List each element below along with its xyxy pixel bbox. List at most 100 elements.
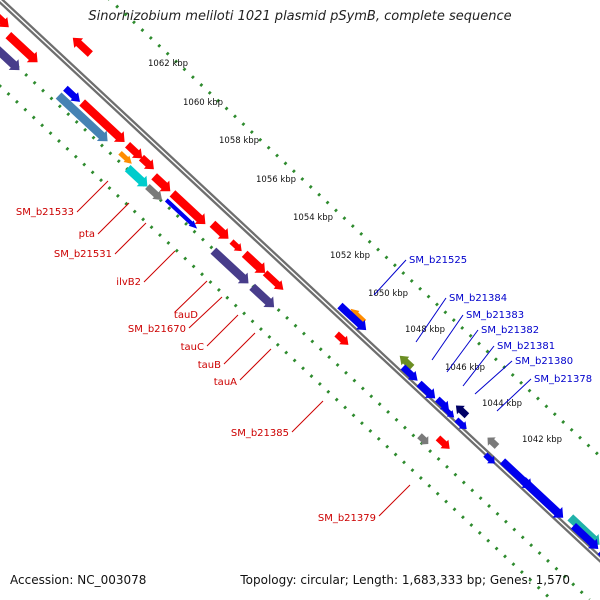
left-gene-label-3: SM_b21531 (54, 249, 112, 260)
right-gene-label-7: SM_b21378 (534, 374, 592, 385)
gene-feature-29 (416, 380, 436, 399)
gene-features (0, 13, 600, 557)
left-leader-11 (378, 484, 411, 517)
right-gene-label-4: SM_b21382 (481, 325, 539, 336)
right-gene-label-6: SM_b21380 (515, 356, 573, 367)
gene-feature-31 (455, 405, 470, 419)
gene-feature-1 (0, 13, 9, 28)
gene-feature-20 (210, 247, 249, 284)
left-leader-10 (291, 400, 324, 433)
right-leader-5 (462, 345, 495, 387)
left-leader-1 (76, 180, 109, 213)
gene-feature-22 (249, 283, 275, 308)
tick-label-8: 1048 kbp (405, 325, 445, 335)
left-leader-6 (188, 296, 223, 329)
left-gene-label-2: pta (79, 229, 95, 240)
gene-feature-35 (483, 452, 495, 464)
backbone-inner (0, 0, 600, 586)
kbp-tick-labels: 1062 kbp 1060 kbp 1058 kbp 1056 kbp 1054 kbp… (148, 59, 562, 445)
left-gene-label-7: tauC (181, 342, 204, 353)
gene-feature-39 (567, 514, 600, 545)
tick-label-1: 1062 kbp (148, 59, 188, 69)
right-leader-2 (415, 297, 447, 343)
gene-feature-15 (169, 190, 206, 225)
backbone (0, 0, 600, 586)
gene-feature-42 (597, 551, 600, 557)
left-leader-2 (97, 202, 130, 235)
gene-feature-33 (454, 417, 467, 430)
gene-feature-27 (399, 355, 415, 370)
gene-feature-40 (520, 477, 564, 518)
left-leader-9 (239, 348, 272, 381)
gene-feature-7 (55, 92, 108, 142)
gene-feature-23 (350, 308, 367, 324)
gene-feature-6 (63, 85, 80, 102)
tick-label-2: 1060 kbp (183, 98, 223, 108)
left-leader-4 (143, 250, 176, 283)
left-leader-3 (114, 222, 147, 255)
tick-label-5: 1054 kbp (293, 213, 333, 223)
gene-feature-3 (5, 32, 38, 63)
tick-label-7: 1050 kbp (368, 289, 408, 299)
left-gene-label-5: tauD (174, 310, 198, 321)
gene-feature-25 (337, 302, 367, 331)
right-leader-1 (373, 259, 407, 296)
gene-feature-36 (435, 435, 450, 449)
right-leader-3 (431, 314, 464, 361)
dot-rail-2 (0, 48, 591, 600)
left-gene-label-8: tauB (198, 360, 221, 371)
left-leader-5 (174, 280, 208, 313)
right-leader-7 (496, 378, 532, 412)
accession-text: Accession: NC_003078 (10, 573, 147, 587)
gene-feature-17 (209, 220, 229, 239)
gene-feature-37 (417, 433, 429, 445)
backbone-outer (0, 0, 600, 563)
right-leader-4 (446, 329, 479, 373)
gene-feature-28 (400, 364, 418, 381)
gene-feature-12 (124, 165, 148, 187)
right-gene-label-2: SM_b21384 (449, 293, 507, 304)
gene-feature-14 (145, 184, 163, 201)
left-gene-label-9: tauA (214, 377, 237, 388)
left-gene-label-11: SM_b21379 (318, 513, 376, 524)
gene-feature-5 (72, 37, 93, 57)
right-gene-labels: SM_b21525SM_b21384SM_b21383SM_b21382SM_b… (373, 255, 592, 412)
tick-label-6: 1052 kbp (330, 251, 370, 261)
tick-label-3: 1058 kbp (219, 136, 259, 146)
gene-feature-26 (334, 331, 349, 345)
right-gene-label-1: SM_b21525 (409, 255, 467, 266)
gene-feature-4 (0, 46, 20, 71)
right-gene-label-5: SM_b21381 (497, 341, 555, 352)
topology-stats: Topology: circular; Length: 1,683,333 bp… (240, 573, 570, 587)
gene-feature-19 (241, 250, 266, 273)
tick-label-10: 1044 kbp (482, 399, 522, 409)
left-gene-label-6: SM_b21670 (128, 324, 186, 335)
map-title: Sinorhizobium meliloti 1021 plasmid pSym… (88, 9, 512, 24)
gene-feature-21 (262, 270, 284, 290)
gene-feature-9 (125, 142, 143, 159)
left-gene-label-10: SM_b21385 (231, 428, 289, 439)
right-leader-6 (474, 360, 513, 395)
gene-feature-11 (138, 154, 154, 170)
gene-feature-13 (151, 173, 171, 192)
left-leader-7 (206, 314, 239, 347)
tick-label-4: 1056 kbp (256, 175, 296, 185)
gene-feature-41 (570, 523, 599, 549)
gene-feature-34 (487, 437, 500, 449)
tick-label-9: 1046 kbp (445, 363, 485, 373)
left-leader-8 (223, 332, 256, 365)
gene-feature-32 (442, 406, 455, 418)
dot-rail-3 (0, 84, 555, 600)
tick-label-11: 1042 kbp (522, 435, 562, 445)
right-gene-label-3: SM_b21383 (466, 310, 524, 321)
gene-feature-8 (79, 99, 125, 142)
left-gene-label-1: SM_b21533 (16, 207, 74, 218)
gene-feature-10 (118, 151, 132, 164)
gene-feature-16 (164, 198, 198, 229)
left-gene-label-4: ilvB2 (116, 277, 141, 288)
gene-feature-18 (229, 239, 242, 252)
